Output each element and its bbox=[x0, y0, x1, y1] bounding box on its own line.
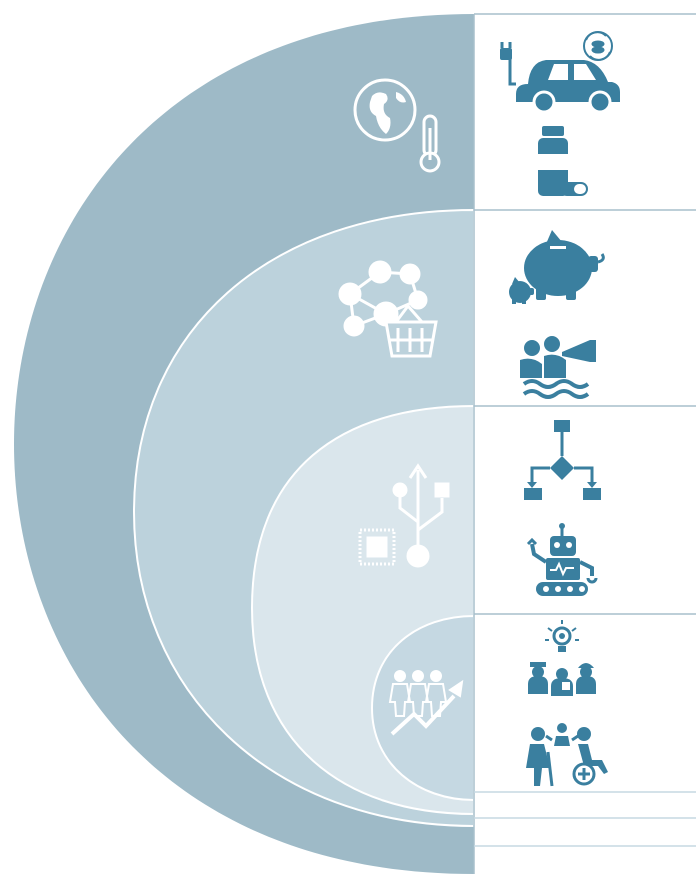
flowchart-icon bbox=[524, 420, 601, 500]
workforce-idea-icon bbox=[528, 620, 596, 696]
globe-thermometer-icon bbox=[353, 78, 441, 173]
elderly-care-icon bbox=[526, 723, 608, 787]
medicine-bottle-icon bbox=[538, 126, 588, 196]
social-network-shopping-icon bbox=[338, 260, 438, 358]
piggy-bank-savings-icon bbox=[509, 230, 605, 304]
electric-car-charging-icon bbox=[500, 31, 620, 114]
usb-chip-icon bbox=[358, 463, 450, 568]
drowning-person-megaphone-icon bbox=[520, 336, 596, 399]
population-growth-icon bbox=[388, 670, 464, 736]
ring-layers bbox=[14, 14, 475, 874]
robot-icon bbox=[526, 523, 598, 596]
